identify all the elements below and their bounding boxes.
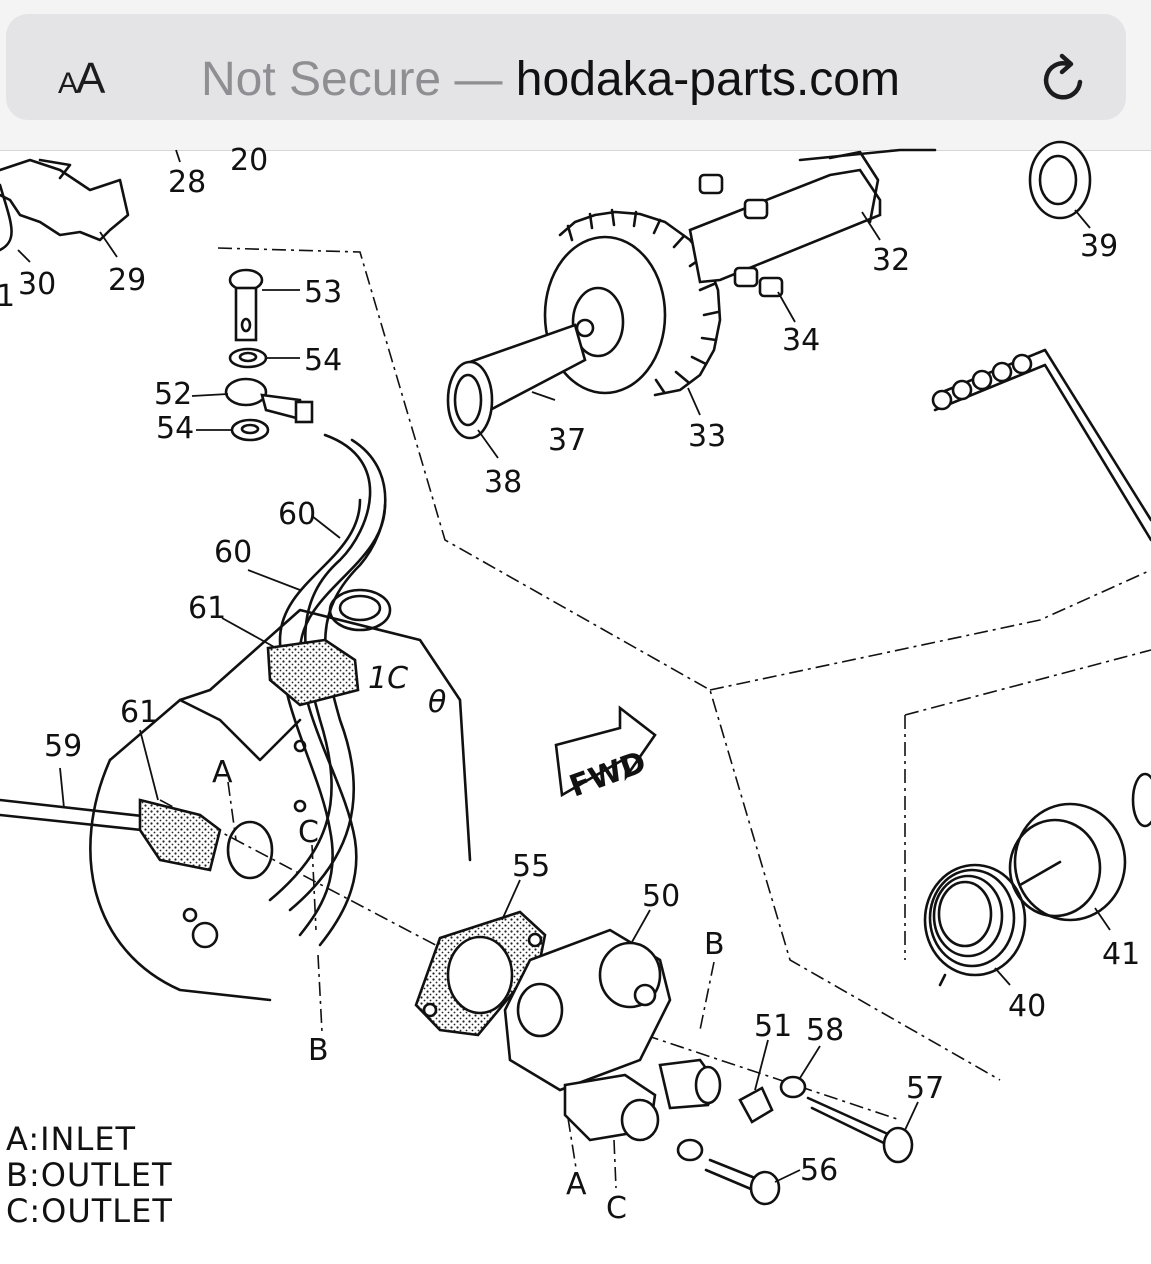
connection-mark-b: B xyxy=(308,1033,329,1068)
callout-61: 61 xyxy=(188,591,226,626)
sprocket-part xyxy=(0,158,130,252)
part-callouts: 1 20 28 29 30 32 33 34 37 38 39 40 41 50… xyxy=(0,143,1140,1188)
oil-pump-50 xyxy=(503,928,722,1142)
callout-38: 38 xyxy=(484,465,522,500)
shaft-32 xyxy=(688,148,937,298)
url-separator: — xyxy=(441,53,516,106)
connection-mark-b: B xyxy=(704,927,725,962)
plug-51 xyxy=(738,1086,774,1124)
spring-40 xyxy=(923,863,1027,987)
banjo-fitting-52 xyxy=(224,377,314,424)
legend-item: C:OUTLET xyxy=(6,1192,173,1230)
connection-mark-c: C xyxy=(298,815,319,850)
sleeve-37 xyxy=(446,323,587,440)
callout-61: 61 xyxy=(120,695,158,730)
callout-40: 40 xyxy=(1008,989,1046,1024)
callout-56: 56 xyxy=(800,1153,838,1188)
legend-text: :OUTLET xyxy=(29,1156,173,1194)
security-indicator: Not Secure xyxy=(201,53,442,106)
forward-direction-arrow: FWD xyxy=(554,705,657,805)
callout-30: 30 xyxy=(18,267,56,302)
callout-60: 60 xyxy=(278,497,316,532)
connection-mark-c: C xyxy=(606,1191,627,1226)
callout-20: 20 xyxy=(230,143,268,178)
leader-lines xyxy=(17,149,1111,1189)
callout-28: 28 xyxy=(168,165,206,200)
legend-key: B xyxy=(6,1156,29,1194)
callout-52: 52 xyxy=(154,377,192,412)
screw-57 xyxy=(806,1096,914,1164)
legend-item: B:OUTLET xyxy=(6,1156,172,1194)
legend-text: :OUTLET xyxy=(29,1192,173,1230)
callout-39: 39 xyxy=(1080,229,1118,264)
callout-1: 1 xyxy=(0,279,15,314)
parts-diagram: FWD 1C θ xyxy=(0,140,1151,1230)
browser-toolbar: AA Not Secure — hodaka-parts.com xyxy=(0,0,1151,151)
grommet-61 xyxy=(138,638,360,872)
callout-54: 54 xyxy=(156,411,194,446)
reload-icon xyxy=(1043,53,1083,100)
oil-seal-39 xyxy=(1028,140,1092,220)
callout-59: 59 xyxy=(44,729,82,764)
cable-59 xyxy=(0,798,162,834)
url-display[interactable]: Not Secure — hodaka-parts.com xyxy=(201,52,900,107)
callout-55: 55 xyxy=(512,849,550,884)
legend: A:INLET B:OUTLET C:OUTLET xyxy=(6,1120,173,1230)
legend-key: A xyxy=(6,1120,28,1158)
screw-56 xyxy=(704,1158,781,1206)
collar-41 xyxy=(1008,772,1151,922)
reload-button[interactable] xyxy=(1036,52,1092,108)
callout-34: 34 xyxy=(782,323,820,358)
washer-58 xyxy=(779,1075,807,1099)
address-bar[interactable]: AA Not Secure — hodaka-parts.com xyxy=(6,14,1126,120)
kick-lever xyxy=(931,348,1151,542)
url-domain: hodaka-parts.com xyxy=(515,53,900,106)
connection-mark-a: A xyxy=(566,1167,587,1202)
casting-mark: 1C xyxy=(368,661,408,696)
crankcase xyxy=(89,588,472,1002)
washer-56 xyxy=(676,1138,704,1162)
callout-60: 60 xyxy=(214,535,252,570)
callout-54: 54 xyxy=(304,343,342,378)
casting-mark: θ xyxy=(428,685,446,720)
callout-50: 50 xyxy=(642,879,680,914)
banjo-bolt-53 xyxy=(228,268,264,342)
legend-text: :INLET xyxy=(28,1120,136,1158)
text-size-button[interactable]: AA xyxy=(58,54,105,104)
callout-41: 41 xyxy=(1102,937,1140,972)
callout-57: 57 xyxy=(906,1071,944,1106)
connection-mark-a: A xyxy=(212,755,233,790)
callout-53: 53 xyxy=(304,275,342,310)
callout-29: 29 xyxy=(108,263,146,298)
callout-32: 32 xyxy=(872,243,910,278)
callout-37: 37 xyxy=(548,423,586,458)
legend-item: A:INLET xyxy=(6,1120,136,1158)
callout-51: 51 xyxy=(754,1009,792,1044)
washer-54 xyxy=(228,347,270,442)
callout-33: 33 xyxy=(688,419,726,454)
legend-key: C xyxy=(6,1192,29,1230)
callout-58: 58 xyxy=(806,1013,844,1048)
connection-marks: A C B B A C xyxy=(212,755,725,1226)
gasket-55 xyxy=(414,910,547,1037)
text-size-large-glyph: A xyxy=(76,54,105,103)
text-size-small-glyph: A xyxy=(58,67,78,100)
